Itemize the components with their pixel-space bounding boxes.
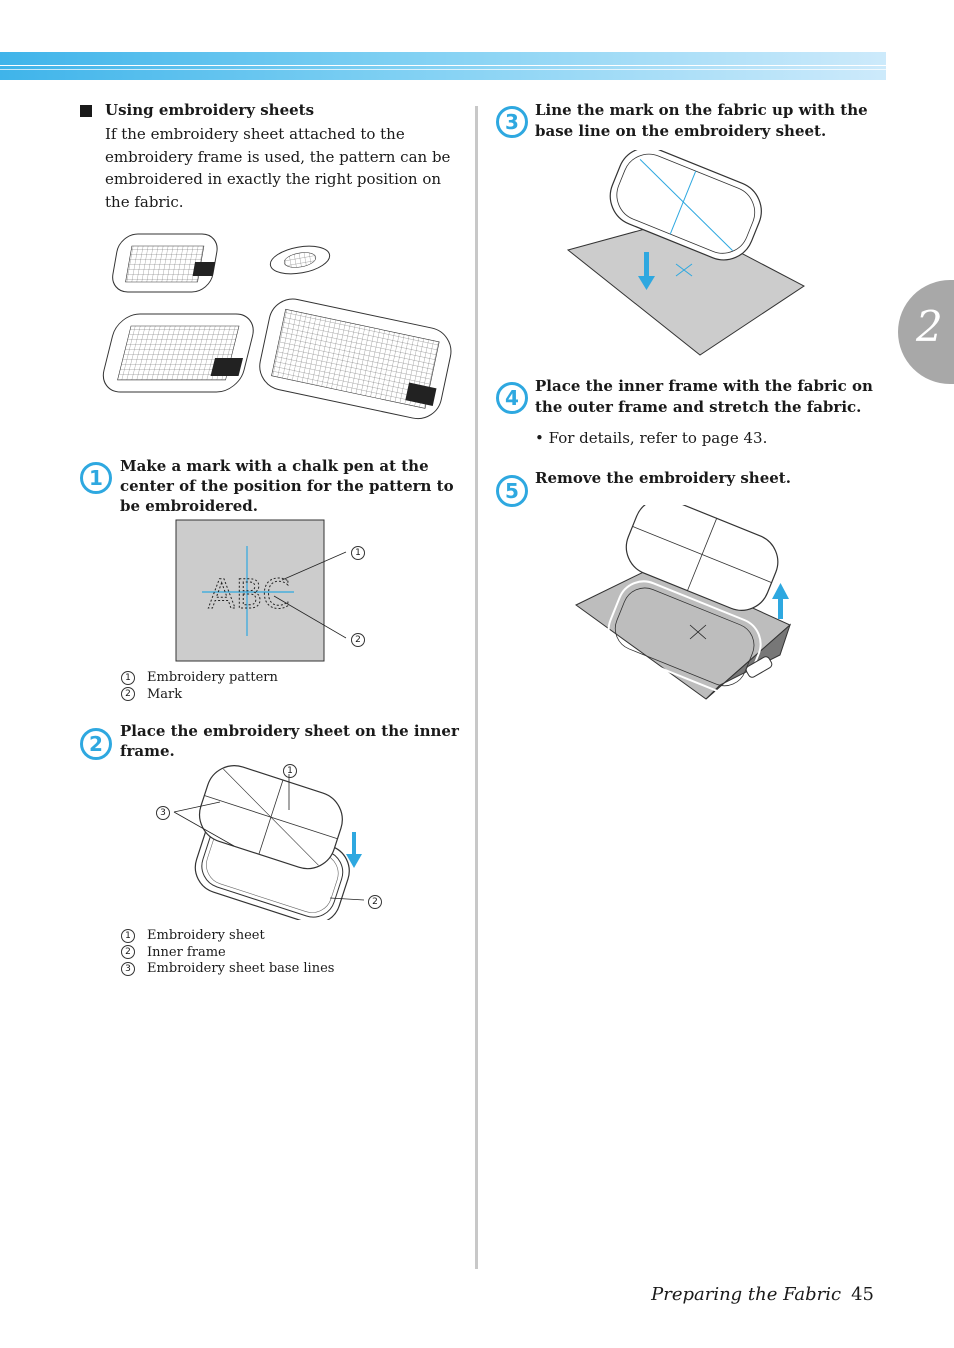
fig1-legend-num-2: 2 xyxy=(121,687,135,701)
fig2-legend-label-2: Inner frame xyxy=(147,944,226,960)
fig2-legend-num-2: 2 xyxy=(121,945,135,959)
sheet-on-frame-illustration xyxy=(173,765,365,920)
fig1-callout-1: 1 xyxy=(351,546,365,560)
fig2-legend-label-1: Embroidery sheet xyxy=(147,928,265,943)
intro-body: If the embroidery sheet attached to the … xyxy=(105,125,451,211)
step-2-number: 2 xyxy=(80,728,112,760)
bullet-square-icon xyxy=(80,105,92,117)
intro-heading: Using embroidery sheets xyxy=(105,101,315,119)
step-3-text: Line the mark on the fabric up with the … xyxy=(535,101,868,140)
align-mark-illustration xyxy=(566,150,805,356)
step-4-note: • For details, refer to page 43. xyxy=(535,429,768,447)
footer-section-title: Preparing the Fabric xyxy=(651,1284,842,1305)
chapter-tab: 2 xyxy=(898,280,954,384)
step-5-number: 5 xyxy=(496,475,528,507)
fig2-callout-1: 1 xyxy=(283,764,297,778)
fig1-legend: 1 Embroidery pattern 2 Mark xyxy=(121,670,421,703)
fig2-callout-2: 2 xyxy=(368,895,382,909)
step-2-text: Place the embroidery sheet on the inner … xyxy=(120,722,459,760)
remove-sheet-illustration xyxy=(575,505,792,700)
fig2-callout-3: 3 xyxy=(156,806,170,820)
fig1-callout-2: 2 xyxy=(351,633,365,647)
chalk-mark-illustration: ABC xyxy=(175,519,347,662)
fig1-legend-num-1: 1 xyxy=(121,670,135,685)
step-1-text: Make a mark with a chalk pen at the cent… xyxy=(120,457,454,515)
fig1-legend-label-2: Mark xyxy=(147,686,183,702)
fig2-legend-num-3: 3 xyxy=(121,961,135,976)
step-4-number: 4 xyxy=(496,382,528,414)
header-band xyxy=(0,52,886,80)
fig2-legend: 1 Embroidery sheet 2 Inner frame 3 Embroide… xyxy=(121,928,441,978)
sample-abc-text: ABC xyxy=(208,572,290,618)
page-footer: Preparing the Fabric 45 xyxy=(651,1284,874,1305)
step-5-text: Remove the embroidery sheet. xyxy=(535,469,791,487)
embroidery-sheets-illustration xyxy=(102,233,452,420)
page-number: 45 xyxy=(851,1284,874,1305)
fig1-legend-label-1: Embroidery pattern xyxy=(147,670,278,685)
step-1-number: 1 xyxy=(80,462,112,494)
step-3-number: 3 xyxy=(496,106,528,138)
step-4-text: Place the inner frame with the fabric on… xyxy=(535,377,873,416)
fig2-legend-label-3: Embroidery sheet base lines xyxy=(147,961,335,976)
chapter-number: 2 xyxy=(916,302,943,351)
fig2-legend-num-1: 1 xyxy=(121,928,135,943)
column-divider xyxy=(475,106,478,1269)
